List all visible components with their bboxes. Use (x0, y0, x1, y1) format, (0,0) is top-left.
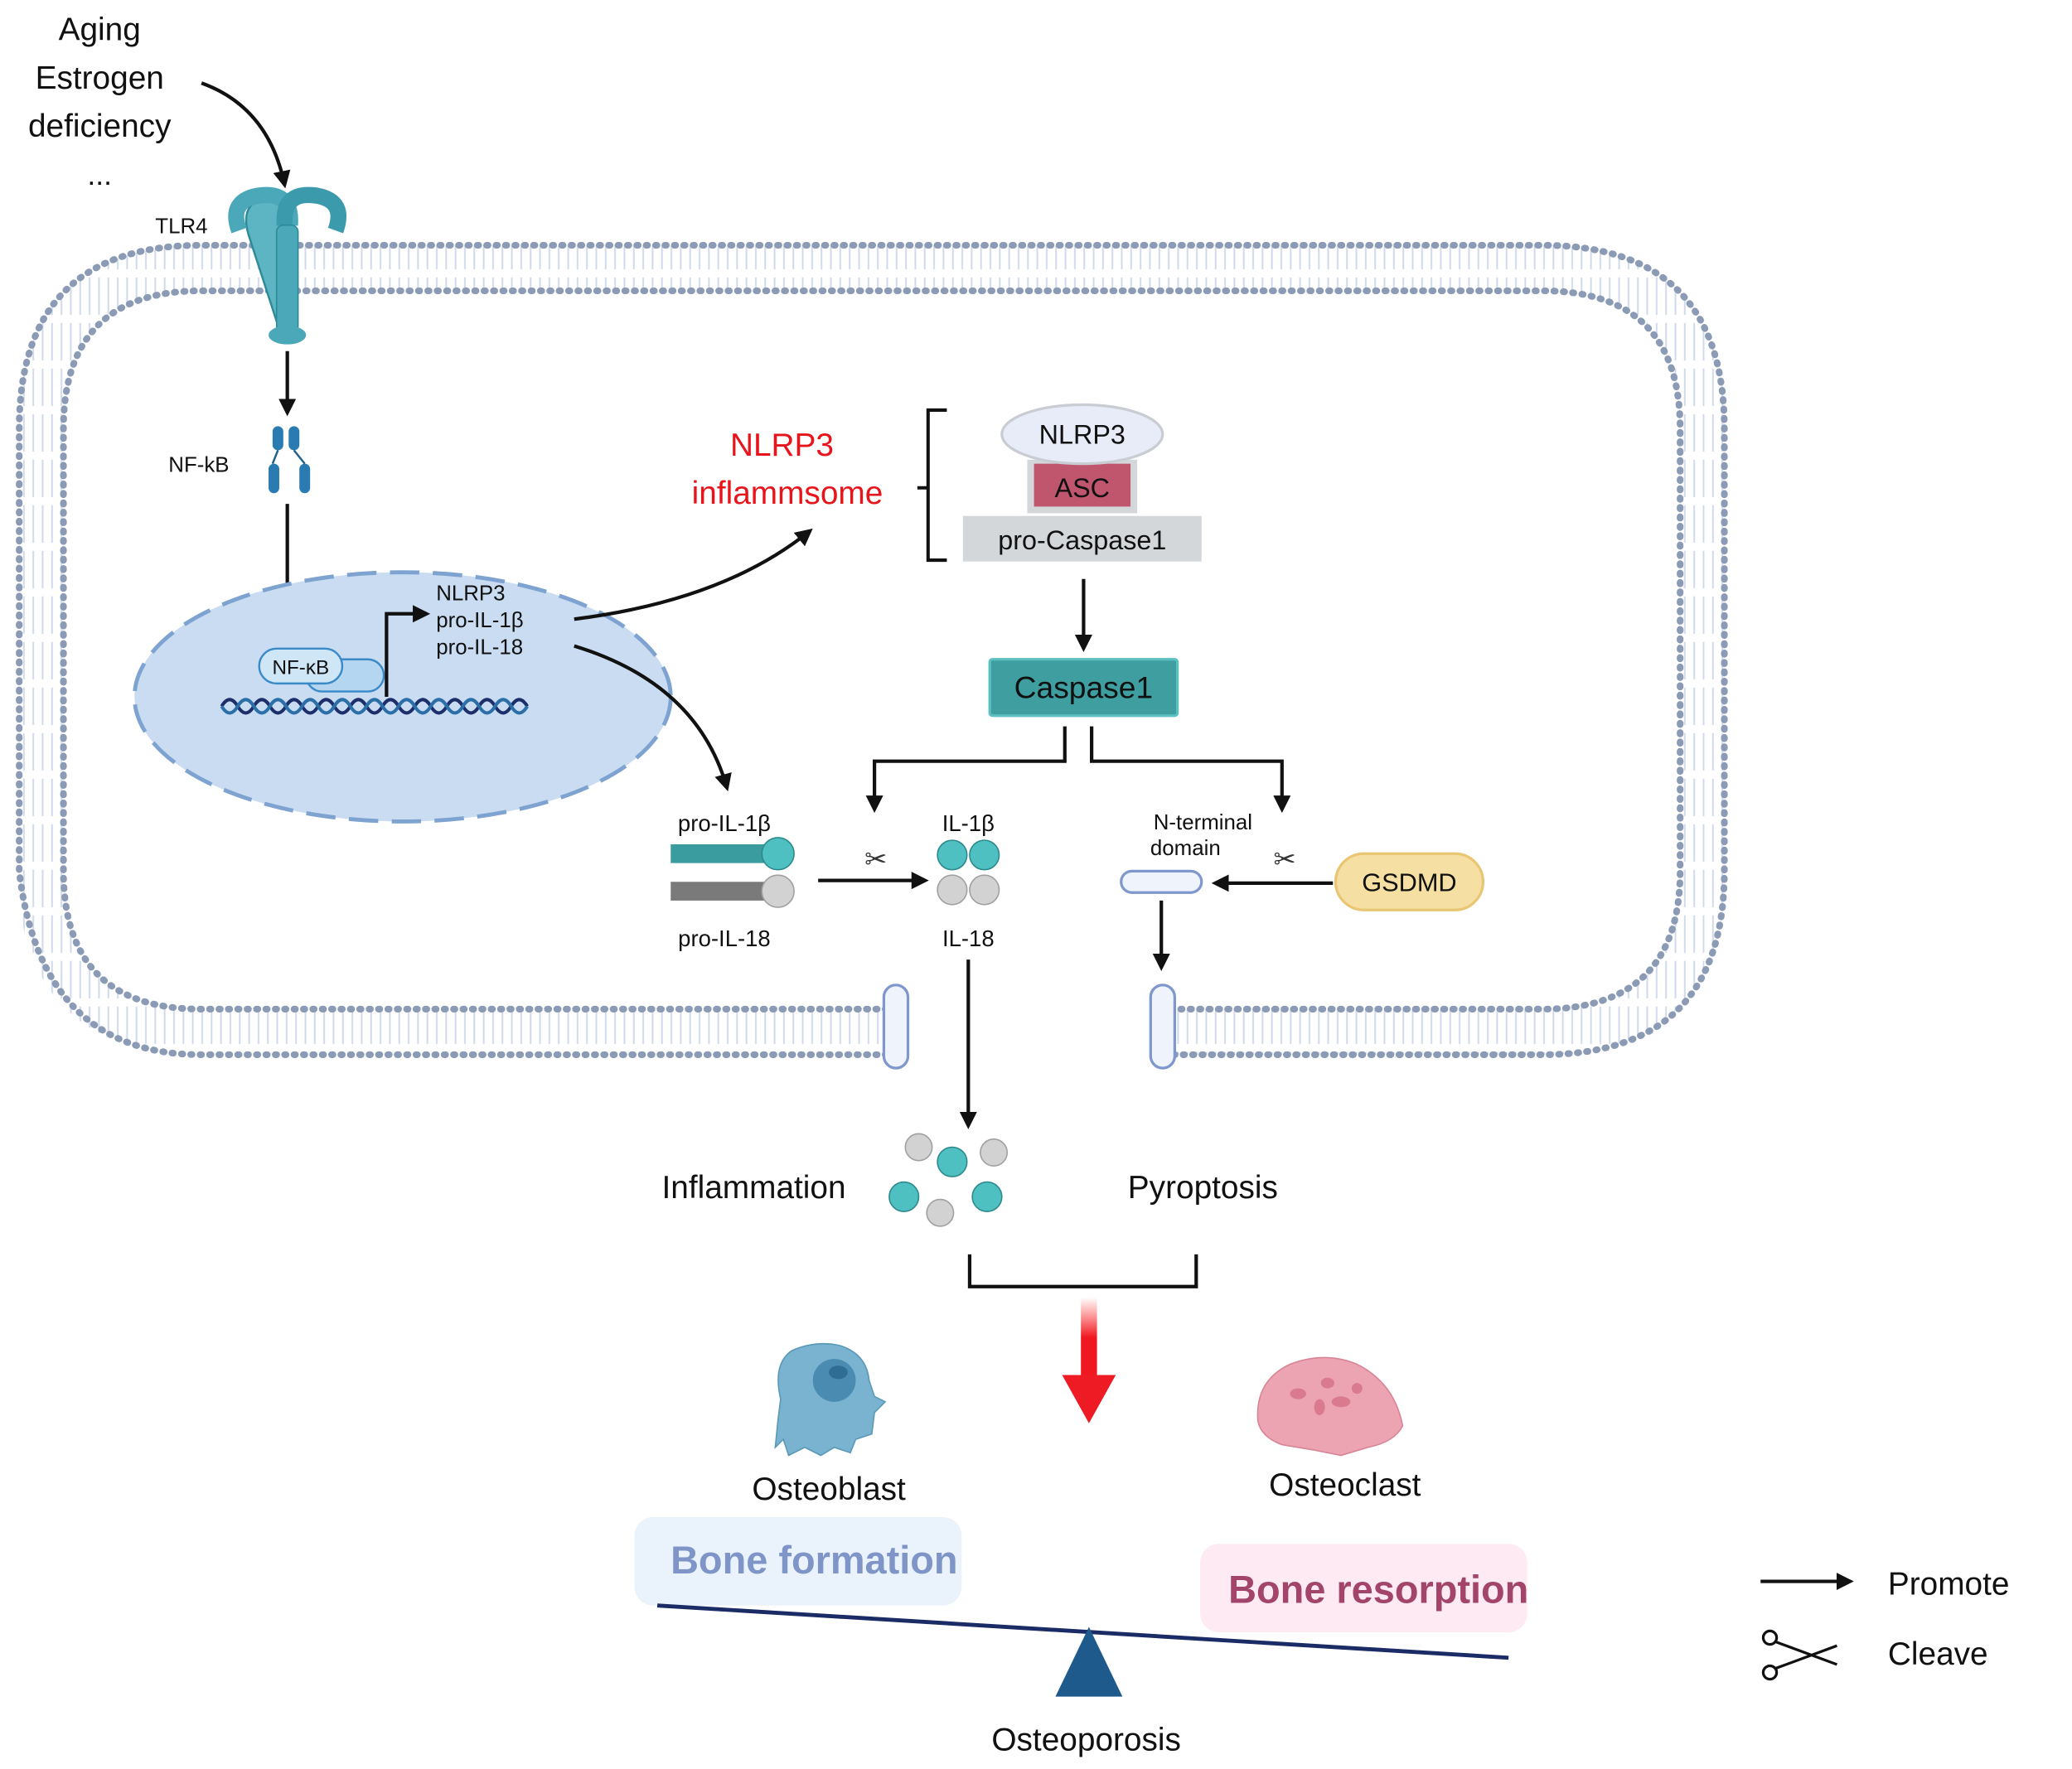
il18-label: IL-18 (942, 926, 995, 951)
nlrp3-component-label: NLRP3 (1039, 419, 1126, 449)
pro-il1b-label: pro-IL-1β (678, 810, 771, 836)
bone-resorption-badge (1200, 1544, 1527, 1633)
nterminal-label-line2: domain (1150, 837, 1221, 860)
bone-resorption-label: Bone resorption (1228, 1568, 1528, 1611)
cell-membrane (16, 241, 1728, 1070)
pyroptosis-label: Pyroptosis (1128, 1170, 1278, 1206)
legend-promote-label: Promote (1888, 1567, 2010, 1602)
pro-caspase1-label: pro-Caspase1 (998, 525, 1166, 555)
inflammasome-complex: pro-Caspase1 ASC NLRP3 (962, 403, 1202, 562)
arrow-to-inflammasome (574, 528, 813, 621)
arrow-caspase-to-gsdmd (1090, 726, 1291, 814)
pro-cytokine-icon (670, 837, 795, 908)
inflammasome-title-line2: inflammsome (692, 476, 884, 511)
gene-pro-il1b: pro-IL-1β (436, 609, 523, 632)
bone-formation-badge (634, 1516, 962, 1606)
osteoclast-label: Osteoclast (1269, 1467, 1421, 1503)
trigger-aging: Aging (59, 12, 141, 48)
gene-nlrp3: NLRP3 (436, 582, 505, 606)
inflammasome-title-line1: NLRP3 (730, 428, 834, 463)
legend: Promote Cleave (1760, 1567, 2010, 1681)
pro-il18-label: pro-IL-18 (678, 926, 771, 951)
caspase1-box (988, 658, 1179, 718)
legend-cleave-label: Cleave (1888, 1636, 1988, 1672)
gsdmd-pore-right (1149, 984, 1177, 1070)
osteoblast-icon (774, 1342, 887, 1457)
gene-list: NLRP3 pro-IL-1β pro-IL-18 (436, 582, 523, 660)
scissors-icon: ✂ (864, 844, 887, 874)
osteoblast-label: Osteoblast (752, 1472, 906, 1507)
trigger-deficiency: deficiency (28, 109, 172, 144)
outcome-bracket (967, 1254, 1198, 1288)
trigger-list: Aging Estrogen deficiency ... (28, 12, 172, 192)
gsdmd-pore-left (882, 984, 910, 1070)
trigger-estrogen: Estrogen (36, 60, 164, 96)
nterminal-label-line1: N-terminal (1154, 811, 1252, 834)
transcription-arrow (385, 605, 431, 698)
nfkb-nucleus-label: NF-κB (272, 657, 329, 679)
tlr4-label: TLR4 (155, 215, 207, 238)
nfkb-dimer-icon (269, 426, 311, 494)
dna-helix-icon (220, 698, 529, 715)
gene-pro-il18: pro-IL-18 (436, 636, 523, 659)
nfkb-cytoplasm-label: NF-kB (168, 453, 229, 476)
arrow-caspase-to-il (865, 726, 1067, 814)
caspase1-label: Caspase1 (1014, 670, 1153, 705)
balance-beam (656, 1603, 1509, 1660)
released-cytokines-icon (888, 1133, 1009, 1227)
scissors-icon: ✂ (1273, 844, 1295, 874)
osteoclast-icon (1256, 1356, 1404, 1457)
nfkb-bound-icon: NF-κB (258, 647, 385, 693)
asc-label: ASC (1055, 473, 1110, 503)
tlr4-receptor-icon (228, 186, 346, 345)
il1b-label: IL-1β (942, 810, 995, 836)
osteoporosis-label: Osteoporosis (991, 1722, 1181, 1757)
inflammasome-bracket (917, 408, 947, 563)
arrow-to-pro-cytokines (574, 644, 732, 792)
bone-formation-label: Bone formation (670, 1539, 957, 1582)
nucleus (132, 570, 673, 824)
red-down-arrow-icon (1062, 1297, 1116, 1423)
gsdmd-label: GSDMD (1362, 868, 1456, 897)
mature-cytokine-icon (937, 839, 1000, 906)
balance-fulcrum-icon (1055, 1626, 1123, 1697)
scissors-icon (1761, 1629, 1837, 1681)
nterminal-domain-icon (1120, 869, 1203, 894)
trigger-arrow (201, 81, 291, 189)
gsdmd-box (1334, 852, 1485, 911)
inflammation-label: Inflammation (661, 1170, 845, 1206)
trigger-ellipsis: ... (87, 158, 112, 191)
